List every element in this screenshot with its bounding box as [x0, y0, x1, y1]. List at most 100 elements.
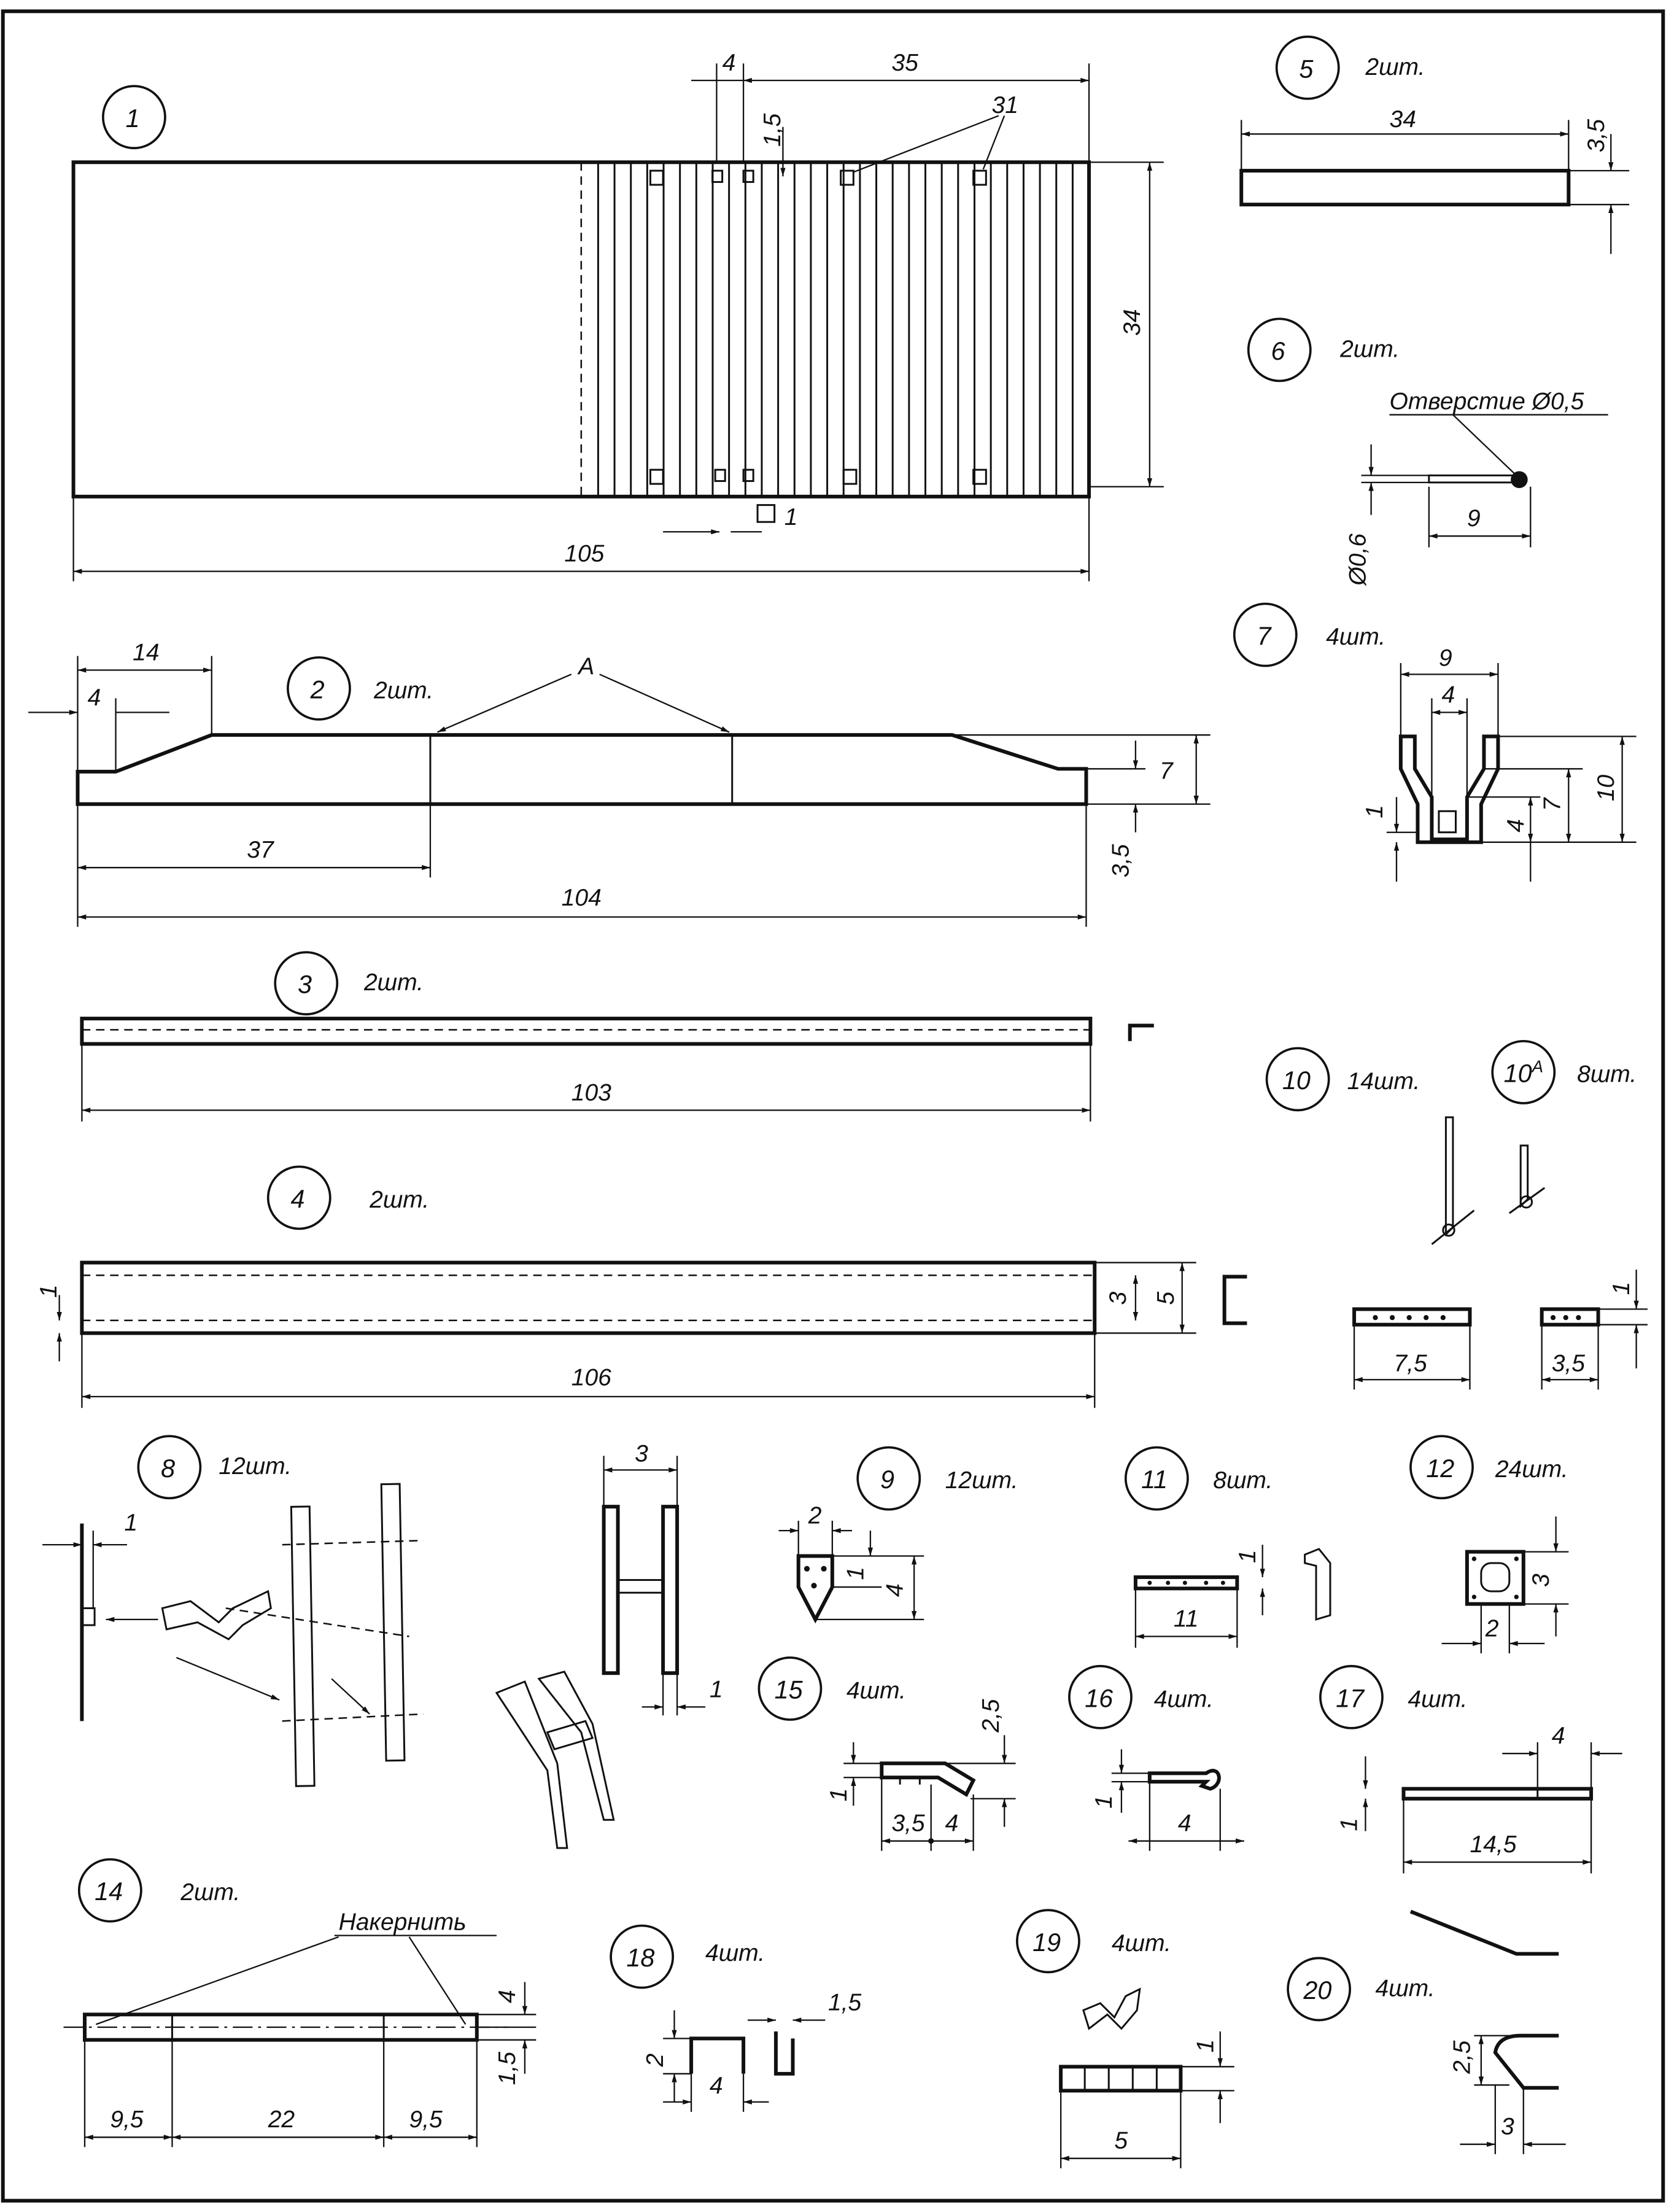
dim-w: 2 [808, 1503, 822, 1529]
mark-a: A [577, 653, 594, 680]
dim-t: 1 [1336, 1818, 1363, 1831]
part-quantity: 4шт. [1154, 1686, 1214, 1712]
dim-length: 14,5 [1470, 1831, 1516, 1858]
part-6: 6 2шт. Отверстие Ø0,5 9 Ø0,6 [1247, 317, 1608, 587]
dim-t: 1 [36, 1284, 62, 1298]
perforated-strip [1352, 1307, 1472, 1327]
part-number: 19 [1033, 1928, 1061, 1957]
dim-d: 104 [562, 885, 602, 911]
part-number: 9 [880, 1465, 894, 1494]
dim-length: 3,5 [1552, 1350, 1586, 1376]
dim-h1: 7 [1540, 797, 1566, 811]
dim-h: 4 [494, 1990, 521, 2003]
part-quantity: 24шт. [1495, 1456, 1568, 1483]
dim-length: 106 [571, 1364, 611, 1391]
dim-length: 103 [571, 1079, 611, 1106]
dim-w: 2 [1485, 1615, 1499, 1642]
part-quantity: 4шт. [1112, 1930, 1171, 1957]
part-number: 11 [1141, 1465, 1168, 1494]
dim-length: 34 [1389, 106, 1416, 133]
part-quantity: 2шт. [363, 969, 424, 996]
angle-profile-icon [1128, 1023, 1154, 1041]
part-number: 10 [1282, 1066, 1311, 1095]
part-7: 7 4шт. 9 4 7 10 4 1 [1233, 602, 1637, 882]
dim-w: 4 [710, 2073, 723, 2099]
dim-a: 9,5 [110, 2106, 144, 2133]
part-17: 17 4шт. 4 1 14,5 [1319, 1664, 1622, 1956]
part-number-circle [102, 85, 166, 150]
channel-profile-icon [1222, 1275, 1247, 1325]
part-quantity: 12шт. [945, 1467, 1018, 1494]
ref-31: 31 [992, 92, 1018, 118]
part-14: 14 2шт. Накернить 4 1,5 9,5 22 9,5 [63, 1858, 537, 2148]
part-1: 1 105 34 35 4 1,5 31 1 [71, 50, 1164, 581]
part-19: 19 4шт. 1 5 [1016, 1909, 1234, 2168]
part-number: 7 [1257, 622, 1272, 650]
part-quantity: 8шт. [1213, 1467, 1273, 1494]
dim-b: 22 [268, 2106, 295, 2133]
part-5: 5 2шт. 34 3,5 [1239, 35, 1630, 254]
part-18: 18 4шт. 1,5 2 4 [610, 1924, 862, 2112]
dim-gap: 4 [723, 50, 736, 76]
part-number: 8 [161, 1454, 175, 1483]
dim-h2: 10 [1593, 774, 1619, 801]
part-number: 2 [310, 675, 325, 704]
part-quantity: 4шт. [705, 1940, 765, 1966]
dim-a: 3,5 [891, 1810, 925, 1837]
part-16: 16 4шт. 1 4 [1068, 1664, 1244, 1851]
part-quantity: 12шт. [219, 1453, 292, 1480]
hole [1511, 471, 1528, 489]
dim-length: 7,5 [1393, 1350, 1427, 1376]
part-number: 20 [1303, 1976, 1331, 2004]
part-quantity: 2шт. [373, 677, 433, 704]
dim-t2: 1 [710, 1676, 723, 1702]
dim-b: 4 [88, 685, 101, 711]
dim-t: 1 [1234, 1550, 1261, 1563]
side-rail [76, 733, 1088, 806]
dim-a: 1 [842, 1567, 869, 1580]
dim-h3: 4 [1503, 819, 1529, 832]
part-quantity: 4шт. [1408, 1686, 1467, 1712]
bracket [1398, 734, 1500, 844]
dim-h: 3 [1528, 1574, 1554, 1587]
pin [1428, 474, 1517, 484]
part-quantity: 4шт. [1326, 624, 1385, 650]
channel-bar [80, 1260, 1097, 1335]
dim-slot: 1,5 [759, 113, 786, 147]
dim-width: 34 [1119, 309, 1145, 335]
part-quantity: 2шт. [369, 1187, 429, 1213]
dim-length: 105 [564, 541, 604, 567]
dim-b: 4 [945, 1810, 959, 1837]
part-number: 5 [1299, 55, 1314, 83]
part-quantity: 14шт. [1347, 1068, 1420, 1095]
dim-t: 1 [826, 1788, 852, 1802]
dim-t: 1 [1192, 2039, 1219, 2053]
dim-h: 3,5 [1583, 119, 1610, 153]
part-number: 1 [126, 104, 140, 133]
dim-length: 5 [1114, 2128, 1128, 2154]
dim-length: 11 [1174, 1605, 1199, 1632]
part-number: 18 [626, 1944, 654, 1972]
part-number: 12 [1426, 1454, 1454, 1483]
part-11: 11 8шт. 11 1 [1124, 1446, 1331, 1648]
perforated-strip [1540, 1307, 1600, 1327]
part-quantity: 4шт. [1376, 1975, 1435, 2001]
part-9: 9 12шт. 2 1 4 [778, 1446, 1018, 1624]
part-3: 3 2шт. 103 [80, 951, 1154, 1122]
part-number: 10A [1504, 1057, 1543, 1087]
dim-t: 1 [1362, 805, 1388, 818]
part-quantity: 8шт. [1577, 1061, 1637, 1087]
part-12: 12 24шт. 3 2 [1409, 1435, 1569, 1654]
dim-h: 4 [882, 1583, 909, 1597]
strip [1239, 169, 1571, 207]
drawing-frame [1, 9, 1665, 2203]
part-quantity: 2шт. [1339, 336, 1400, 362]
part-number: 3 [298, 971, 312, 999]
dim-h: 2 [642, 2053, 668, 2067]
dim-w: 3 [1501, 2114, 1514, 2140]
angle-bar [80, 1017, 1093, 1046]
part-number: 15 [775, 1676, 804, 1704]
dim-diameter: Ø0,6 [1344, 534, 1371, 587]
dim-t: 1 [124, 1510, 138, 1536]
dim-f: 3,5 [1107, 844, 1134, 878]
